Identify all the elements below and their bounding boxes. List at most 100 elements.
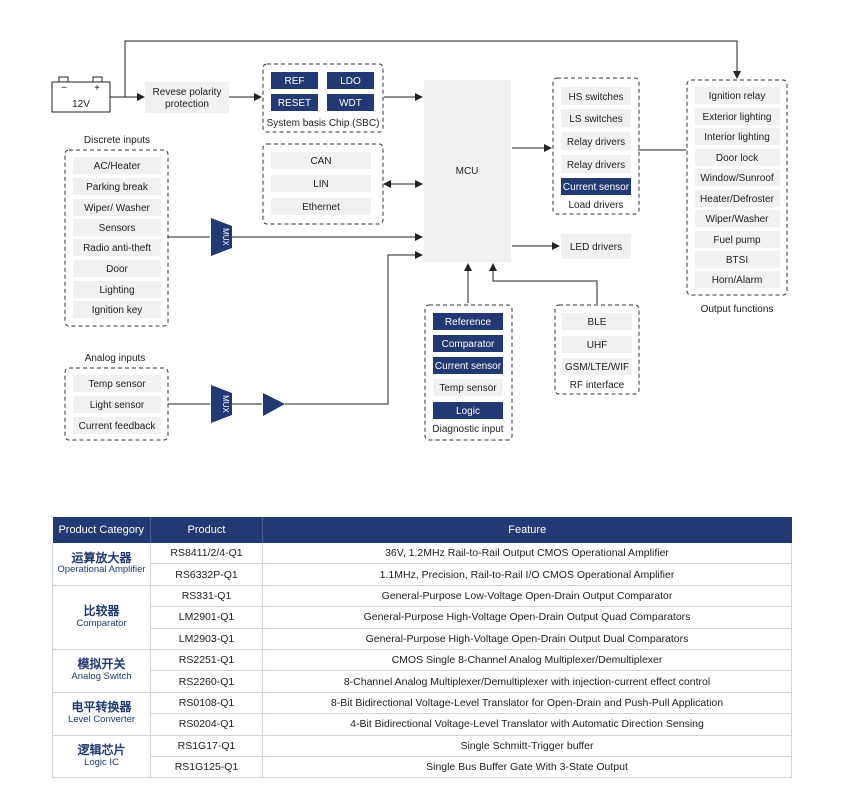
bus-ethernet: Ethernet [302, 202, 340, 213]
output-item: Horn/Alarm [712, 275, 763, 286]
product-cell: RS0108-Q1 [150, 692, 263, 715]
discrete-inputs-block: Discrete inputs AC/Heater Parking break … [64, 135, 169, 327]
category-zh: 模拟开关 [77, 657, 126, 672]
discrete-item: Door [106, 264, 128, 275]
category-cell: 模拟开关 Analog Switch [52, 649, 151, 693]
discrete-title: Discrete inputs [84, 135, 150, 146]
led-drivers-block: LED drivers [561, 234, 631, 259]
mux-analog: MUX [211, 385, 232, 423]
output-item: Wiper/Washer [706, 214, 770, 225]
rf-item: BLE [588, 317, 607, 328]
table-row: RS0204-Q1 4-Bit Bidirectional Voltage-Le… [53, 713, 792, 736]
product-cell: RS6332P-Q1 [150, 563, 263, 586]
category-zh: 电平转换器 [71, 700, 132, 715]
output-caption: Output functions [701, 304, 774, 315]
bus-can: CAN [310, 156, 331, 167]
output-item: Ignition relay [709, 91, 766, 102]
category-en: Comparator [76, 617, 127, 629]
table-row: RS6332P-Q1 1.1MHz, Precision, Rail-to-Ra… [53, 563, 792, 586]
product-cell: RS1G125-Q1 [150, 756, 263, 779]
header-product: Product [150, 517, 263, 543]
rf-item: GSM/LTE/WIF [565, 362, 629, 373]
product-cell: RS331-Q1 [150, 585, 263, 608]
mux-discrete: MUX [211, 218, 232, 256]
load-item: Relay drivers [567, 137, 625, 148]
category-zh: 比较器 [83, 604, 120, 618]
product-cell: RS8411/2/4-Q1 [150, 543, 263, 565]
analog-title: Analog inputs [85, 353, 146, 364]
feature-cell: General-Purpose High-Voltage Open-Drain … [262, 606, 792, 629]
product-table: Product Category Product Feature 运算放大器 O… [52, 517, 792, 779]
discrete-item: Parking break [86, 182, 149, 193]
sbc-ldo: LDO [340, 76, 361, 87]
output-item: Window/Sunroof [700, 173, 774, 184]
discrete-item: Wiper/ Washer [84, 203, 150, 214]
rf-item: UHF [587, 340, 608, 351]
category-cell: 运算放大器 Operational Amplifier [52, 543, 151, 586]
battery-voltage: 12V [72, 99, 90, 110]
product-cell: RS1G17-Q1 [150, 735, 263, 757]
table-row: 模拟开关 Analog Switch RS2251-Q1 CMOS Single… [52, 649, 792, 693]
feature-cell: Single Bus Buffer Gate With 3-State Outp… [262, 756, 792, 779]
feature-cell: 8-Bit Bidirectional Voltage-Level Transl… [262, 692, 792, 715]
category-en: Operational Amplifier [57, 564, 146, 576]
bus-lin: LIN [313, 179, 329, 190]
feature-cell: 1.1MHz, Precision, Rail-to-Rail I/O CMOS… [262, 563, 792, 586]
output-item: Door lock [716, 153, 759, 164]
feature-cell: General-Purpose Low-Voltage Open-Drain O… [262, 585, 792, 608]
discrete-item: Radio anti-theft [83, 243, 151, 254]
load-current-sensor: Current sensor [563, 182, 630, 193]
load-caption: Load drivers [568, 200, 623, 211]
load-item: HS switches [568, 92, 623, 103]
output-item: Fuel pump [713, 235, 761, 246]
sbc-block: REF LDO RESET WDT System basis Chip (SBC… [262, 63, 384, 133]
table-row: 运算放大器 Operational Amplifier RS8411/2/4-Q… [52, 543, 792, 586]
sbc-wdt: WDT [339, 98, 362, 109]
category-cell: 电平转换器 Level Converter [52, 692, 151, 736]
category-en: Logic IC [84, 756, 119, 768]
feature-cell: 4-Bit Bidirectional Voltage-Level Transl… [262, 713, 792, 736]
discrete-item: Sensors [99, 223, 136, 234]
sbc-ref: REF [285, 76, 305, 87]
battery-minus: − [61, 83, 67, 94]
feature-cell: 36V, 1.2MHz Rail-to-Rail Output CMOS Ope… [262, 543, 792, 565]
analog-item: Temp sensor [88, 379, 146, 390]
output-item: Exterior lighting [703, 112, 772, 123]
analog-item: Light sensor [90, 400, 145, 411]
diag-logic: Logic [456, 406, 480, 417]
diag-caption: Diagnostic input [432, 424, 503, 435]
product-cell: RS2260-Q1 [150, 670, 263, 693]
discrete-item: Ignition key [92, 305, 143, 316]
table-row: RS1G125-Q1 Single Bus Buffer Gate With 3… [53, 756, 792, 779]
load-drivers-block: HS switches LS switches Relay drivers Re… [552, 77, 640, 215]
category-zh: 逻辑芯片 [77, 743, 126, 758]
table-row: 电平转换器 Level Converter RS0108-Q1 8-Bit Bi… [52, 692, 792, 736]
category-en: Analog Switch [71, 671, 132, 683]
discrete-item: AC/Heater [94, 161, 141, 172]
mux-label: MUX [221, 395, 230, 413]
feature-cell: CMOS Single 8-Channel Analog Multiplexer… [262, 649, 792, 672]
output-item: Interior lighting [704, 132, 770, 143]
amplifier-icon [263, 393, 285, 416]
header-category: Product Category [52, 517, 151, 543]
discrete-item: Lighting [99, 285, 134, 296]
diag-temp-sensor: Temp sensor [439, 383, 497, 394]
diagnostic-input-block: Reference Comparator Current sensor Temp… [424, 304, 513, 441]
diag-reference: Reference [445, 317, 492, 328]
analog-inputs-block: Analog inputs Temp sensor Light sensor C… [64, 353, 169, 441]
sbc-caption: System basis Chip (SBC) [267, 118, 380, 129]
led-label: LED drivers [570, 242, 622, 253]
product-cell: RS0204-Q1 [150, 713, 263, 736]
analog-item: Current feedback [79, 421, 157, 432]
table-header-row: Product Category Product Feature [52, 517, 792, 543]
battery-plus: + [94, 83, 100, 94]
header-feature: Feature [262, 517, 792, 543]
output-item: BTSI [726, 255, 748, 266]
output-item: Heater/Defroster [700, 194, 775, 205]
feature-cell: 8-Channel Analog Multiplexer/Demultiplex… [262, 670, 792, 693]
feature-cell: Single Schmitt-Trigger buffer [262, 735, 792, 757]
mcu-block: MCU [424, 80, 511, 262]
table-row: LM2901-Q1 General-Purpose High-Voltage O… [53, 606, 792, 629]
reverse-polarity-line2: protection [165, 99, 209, 110]
category-en: Level Converter [67, 714, 136, 726]
